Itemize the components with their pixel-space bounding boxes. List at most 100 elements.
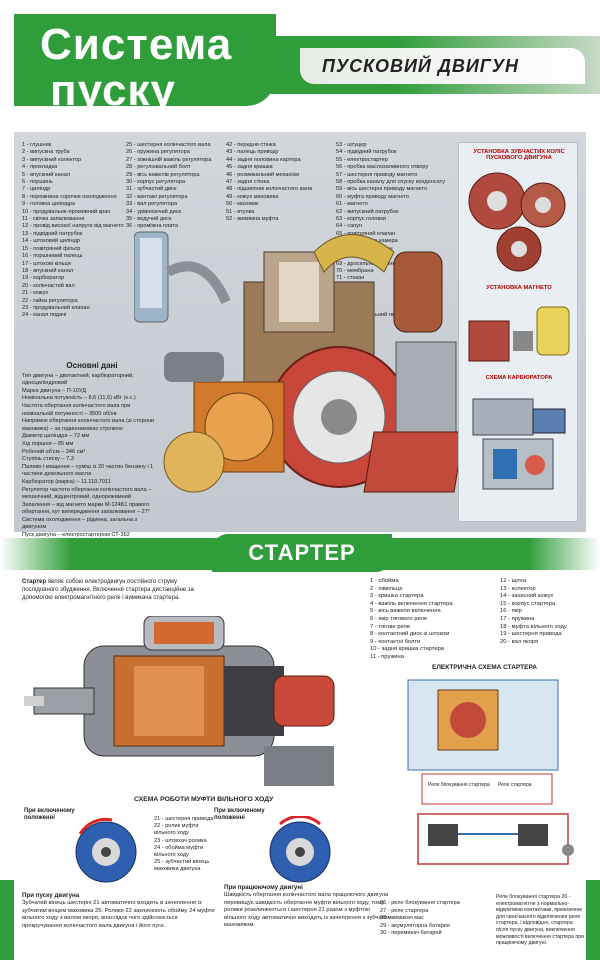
list-item: Робочий об'єм – 346 см³ xyxy=(22,448,86,455)
list-item: 59 - вісь шестерні приводу магнето xyxy=(336,186,428,193)
list-item: 10 - задня кришка стартера xyxy=(370,646,445,653)
list-item: 44 - задня половина картера xyxy=(226,156,301,163)
list-item: 4 - важіль включення стартера xyxy=(370,600,453,607)
list-item: 57 - шестерня приводу магнето xyxy=(336,171,418,178)
list-item: 50 - маховик xyxy=(226,201,259,208)
list-item: Частота обертання колінчастого вала при … xyxy=(22,402,131,417)
list-item: 22 - ролик муфти вільного ходу xyxy=(154,823,199,837)
list-item: 12 - провід високої напруги від магнето xyxy=(22,223,124,230)
list-item: Номінальна потужність – 8,6 (11,5) кВт (… xyxy=(22,395,136,402)
list-item: 45 - задня кришка xyxy=(226,164,273,171)
list-item: 23 - продувальний клапан xyxy=(22,304,90,311)
list-item: 54 - підвідний патрубок xyxy=(336,149,397,156)
basic-data-title: Основні дані xyxy=(66,361,118,370)
magneto-installation-label: УСТАНОВКА МАГНЕТО xyxy=(486,285,552,291)
list-item: 2 - півкільце xyxy=(370,585,403,592)
clutch-engaged-illustration xyxy=(75,817,137,883)
starter-title-box: СТАРТЕР xyxy=(212,534,392,572)
list-item: 8 - контактний диск зі штоком xyxy=(370,631,450,638)
list-item: 65 - повітряний клапан xyxy=(336,230,396,237)
list-item: 7 - циліндр xyxy=(22,186,51,193)
list-item: 9 - контактні болти xyxy=(370,638,421,645)
list-item: 52 - вижимна муфта xyxy=(226,216,279,223)
list-item: 6 - поршень xyxy=(22,179,53,186)
list-item: 22 - гайка регулятора xyxy=(22,297,78,304)
list-item: 21 - кожух xyxy=(22,290,49,297)
list-item: Напрямок обертання колінчастого вала (зі… xyxy=(22,418,155,432)
list-item: 6 - якір тягового реле xyxy=(370,615,428,622)
list-item: 24 - канал подачі xyxy=(22,312,67,319)
list-item: 26 - пружина регулятора xyxy=(126,149,190,156)
list-item: 3 - випускний колектор xyxy=(22,156,82,163)
side-panel: УСТАНОВКА ЗУБЧАСТИХ КОЛІС ПУСКОВОГО ДВИГ… xyxy=(458,142,578,522)
list-item: 29 - акумуляторна батарея xyxy=(380,922,450,929)
clutch-label-working: При включеному положенні xyxy=(214,808,265,822)
list-item: 15 - повітряний фільтр xyxy=(22,245,81,252)
list-item: Регулятор частоти обертання колінчастого… xyxy=(22,486,152,501)
list-item: 10 - продувальне-промивний кран xyxy=(22,208,111,215)
list-item: 49 - кожух маховика xyxy=(226,193,279,200)
clutch-scheme-title: СХЕМА РОБОТИ МУФТИ ВІЛЬНОГО ХОДУ xyxy=(134,796,274,803)
list-item: 23 - штовхач ролика xyxy=(154,837,207,844)
list-item: 25 - зубчастий вінець маховика двигуна xyxy=(154,859,210,873)
list-item: 1 - обойма xyxy=(370,578,399,584)
list-item: 20 - вал якоря xyxy=(500,638,539,645)
list-item: 1 - глушник xyxy=(22,142,52,148)
list-item: Хід поршня – 85 мм xyxy=(22,440,74,447)
page-subtitle: ПУСКОВИЙ ДВИГУН xyxy=(322,56,520,76)
green-corner-right xyxy=(586,880,600,960)
work-note: При працюючому двигуні Швидкість обертан… xyxy=(224,884,394,929)
list-item: 60 - муфта приводу магнето xyxy=(336,193,409,200)
list-item: 27 - реле стартера xyxy=(380,907,429,914)
list-item: Карбюратор (марка) – 11.110.7011 xyxy=(22,478,111,485)
list-item: 13 - колектор xyxy=(500,585,536,592)
list-item: 47 - задня стінка xyxy=(226,179,270,186)
list-item: 26 - реле блокування стартера xyxy=(380,900,460,906)
list-item: 14 - захисний кожух xyxy=(500,593,554,600)
work-note-title: При працюючому двигуні xyxy=(224,884,303,891)
list-item: 13 - підвідний патрубок xyxy=(22,230,83,237)
list-item: 5 - впускний канал xyxy=(22,171,71,178)
list-item: 69 - дросельна заслінка xyxy=(336,260,399,267)
list-item: 31 - зубчастий диск xyxy=(126,186,177,193)
magneto-installation-illustration xyxy=(468,306,570,362)
list-item: 15 - корпус стартера xyxy=(500,600,556,607)
list-item: 7 - тягове реле xyxy=(370,623,411,630)
engine-cutaway-illustration xyxy=(134,231,465,493)
relay1-label: Реле блокування стартера xyxy=(428,782,490,788)
basic-data-list: Тип двигуна – двотактний, карбюраторний,… xyxy=(22,373,162,540)
work-note-text: Швидкість обертання колінчастого вала пр… xyxy=(224,892,392,929)
starter-title: СТАРТЕР xyxy=(248,540,356,565)
start-note-title: При пуску двигуна xyxy=(22,892,80,899)
list-item: 17 - штокові кільця xyxy=(22,260,71,267)
list-item: 63 - корпус головки xyxy=(336,216,386,223)
list-item: 46 - розмикальний механізм xyxy=(226,171,300,178)
list-item: 8 - порожнина сорочки охолодження xyxy=(22,193,117,200)
list-item: 19 - карбюратор xyxy=(22,275,65,282)
list-item: 14 - штоковий циліндр xyxy=(22,238,80,245)
page-title-line1: Система xyxy=(40,20,233,69)
list-item: Марка двигуна – П-10УД xyxy=(22,387,86,394)
carburettor-scheme-label: СХЕМА КАРБЮРАТОРА xyxy=(485,375,553,381)
header: Система пуску ПУСКОВИЙ ДВИГУН xyxy=(0,0,600,120)
list-item: 36 - проміжна плита xyxy=(126,223,179,230)
list-item: 11 - свічка запалювання xyxy=(22,216,85,223)
electric-scheme-title: ЕЛЕКТРИЧНА СХЕМА СТАРТЕРА xyxy=(432,664,537,671)
list-item: 12 - щітка xyxy=(500,578,527,584)
list-item: 33 - вал регулятора xyxy=(126,201,178,208)
gear-installation-illustration xyxy=(468,172,566,272)
list-item: Тип двигуна – двотактний, карбюраторний,… xyxy=(22,372,134,387)
list-item: 21 - шестерня привода xyxy=(154,816,214,822)
list-item: 58 - пробка каналу для спуску конденсату xyxy=(336,179,446,186)
starter-desc-text: являє собою електродвигун постійного стр… xyxy=(22,579,194,601)
page-title-line2: пуску xyxy=(50,66,176,115)
title-band: Система пуску xyxy=(14,14,276,115)
list-item: Пуск двигуна – електростартером СТ-362 xyxy=(22,532,130,539)
list-item: 19 - шестерня привода xyxy=(500,631,562,638)
